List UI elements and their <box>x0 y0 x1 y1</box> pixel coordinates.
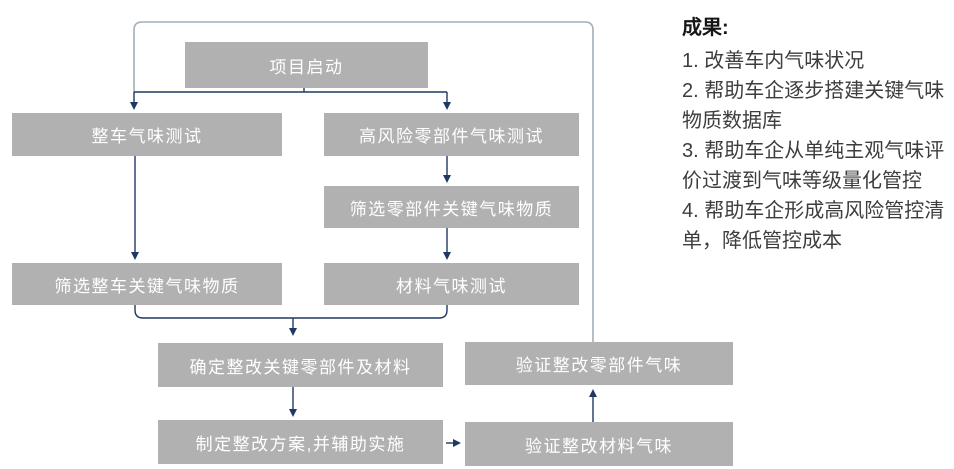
feedback-loop-line <box>133 21 594 342</box>
node-project-start: 项目启动 <box>185 42 428 88</box>
node-screen-parts-key-odor: 筛选零部件关键气味物质 <box>324 186 579 228</box>
results-panel: 成果: 1. 改善车内气味状况 2. 帮助车企逐步搭建关键气味物质数据库 3. … <box>682 12 954 256</box>
results-item-3: 3. 帮助车企从单纯主观气味评价过渡到气味等级量化管控 <box>682 140 945 192</box>
node-determine-rectify-parts: 确定整改关键零部件及材料 <box>158 343 443 387</box>
results-heading: 成果: <box>682 17 729 39</box>
node-screen-vehicle-key-odor: 筛选整车关键气味物质 <box>12 263 282 305</box>
results-item-4: 4. 帮助车企形成高风险管控清单，降低管控成本 <box>682 200 945 252</box>
node-vehicle-odor-test: 整车气味测试 <box>12 113 282 156</box>
results-item-2: 2. 帮助车企逐步搭建关键气味物质数据库 <box>682 80 945 132</box>
node-formulate-rectify-plan: 制定整改方案,并辅助实施 <box>158 420 443 464</box>
node-high-risk-parts-odor-test: 高风险零部件气味测试 <box>324 113 579 156</box>
results-item-1: 1. 改善车内气味状况 <box>682 50 865 72</box>
node-material-odor-test: 材料气味测试 <box>324 263 579 305</box>
node-verify-rectified-parts-odor: 验证整改零部件气味 <box>465 342 733 385</box>
node-verify-rectified-material-odor: 验证整改材料气味 <box>465 422 733 466</box>
connector-merge-bracket <box>134 305 448 319</box>
